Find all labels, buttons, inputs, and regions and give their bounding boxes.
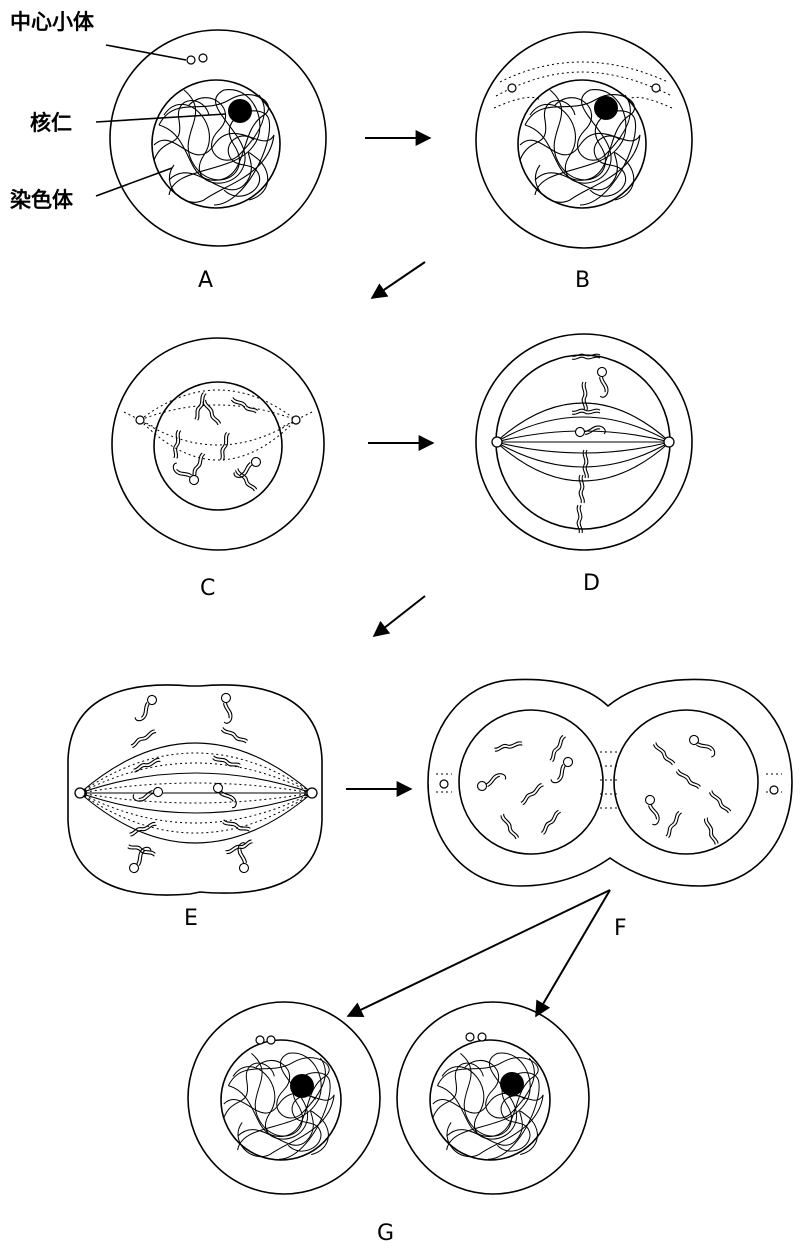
- nucleolus-label: 核仁: [30, 111, 72, 135]
- centriole-label: 中心小体: [10, 10, 95, 34]
- stage-g-cell-right: [396, 1001, 590, 1195]
- stage-b-centriole-right: [651, 83, 661, 93]
- arrow-b-to-c: [370, 261, 426, 299]
- stage-f-label: F: [614, 916, 627, 941]
- stage-a-centriole: [186, 55, 196, 65]
- stage-g-cell-left: [187, 1001, 381, 1195]
- stage-b-label: B: [575, 268, 590, 293]
- arrow-f-to-g-right: [535, 889, 611, 1018]
- stage-b-centriole-left: [507, 83, 517, 93]
- stage-c-cell: [111, 337, 325, 551]
- stage-e-label: E: [184, 906, 198, 931]
- stage-a-chromatin: [153, 89, 275, 206]
- stage-e-cell: [67, 684, 323, 896]
- stage-a-label: A: [198, 268, 213, 293]
- stage-f-cell: [427, 678, 793, 887]
- stage-a-cell: [109, 29, 327, 247]
- stage-g-label: G: [377, 1221, 394, 1246]
- arrow-f-to-g-left: [346, 889, 611, 1017]
- arrow-d-to-e: [372, 595, 426, 637]
- stage-d-label: D: [583, 571, 600, 596]
- chromosome-label: 染色体: [9, 188, 74, 212]
- stage-b-cell: [475, 31, 693, 249]
- stage-d-cell: [475, 333, 693, 551]
- stage-c-label: C: [200, 576, 215, 601]
- stage-a-nucleolus: [228, 99, 252, 123]
